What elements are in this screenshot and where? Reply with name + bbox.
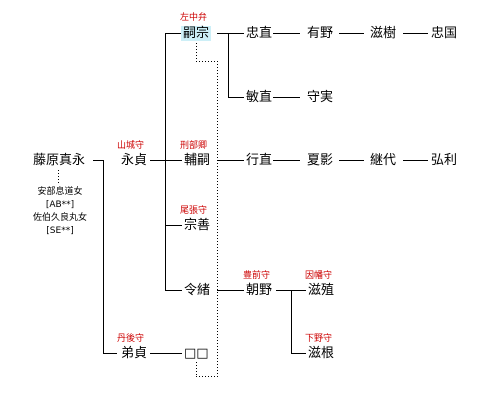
person-ariya: 有野 [307, 26, 334, 41]
person-natsukage: 夏影 [307, 153, 334, 168]
person-tadanao: 忠直 [246, 26, 273, 41]
person-toshinao: 敏直 [246, 90, 273, 105]
person-morizane: 守実 [307, 90, 334, 105]
person-fujiwara-masanaga: 藤原真永 [33, 153, 86, 168]
title-gyobukyo: 刑部卿 [180, 141, 208, 151]
title-owari-no-kami: 尾張守 [180, 206, 208, 216]
person-nagasada: 永貞 [121, 153, 148, 168]
person-hirotoshi: 弘利 [431, 153, 458, 168]
person-otosada: 弟貞 [121, 346, 148, 361]
person-yukinao: 行直 [246, 153, 273, 168]
person-tsugiyo: 継代 [370, 153, 397, 168]
person-shigene: 滋根 [308, 346, 335, 361]
person-sukesuke: 輔嗣 [184, 153, 211, 168]
person-reisho: 令緒 [184, 283, 211, 298]
mother-1-code: [AB**] [45, 200, 75, 210]
person-tsugumune: 嗣宗 [181, 26, 212, 41]
person-tadakuni: 忠国 [431, 26, 458, 41]
mother-2-name: 佐伯久良丸女 [32, 213, 87, 223]
title-tango-no-kami: 丹後守 [117, 334, 145, 344]
mother-1-name: 安部息道女 [37, 187, 83, 197]
title-shimotsuke-no-kami: 下野守 [305, 334, 333, 344]
title-yamashiro-no-kami: 山城守 [117, 141, 145, 151]
person-munezen: 宗善 [184, 218, 211, 233]
person-shigeki: 滋樹 [370, 26, 397, 41]
person-tomono: 朝野 [246, 283, 273, 298]
person-unknown: □□ [184, 346, 209, 361]
person-shigetsune: 滋殖 [308, 283, 335, 298]
title-sachuben: 左中弁 [180, 13, 208, 23]
title-inaba-no-kami: 因幡守 [305, 271, 333, 281]
mother-2-code: [SE**] [46, 226, 74, 236]
title-buzen-no-kami: 豊前守 [243, 271, 271, 281]
